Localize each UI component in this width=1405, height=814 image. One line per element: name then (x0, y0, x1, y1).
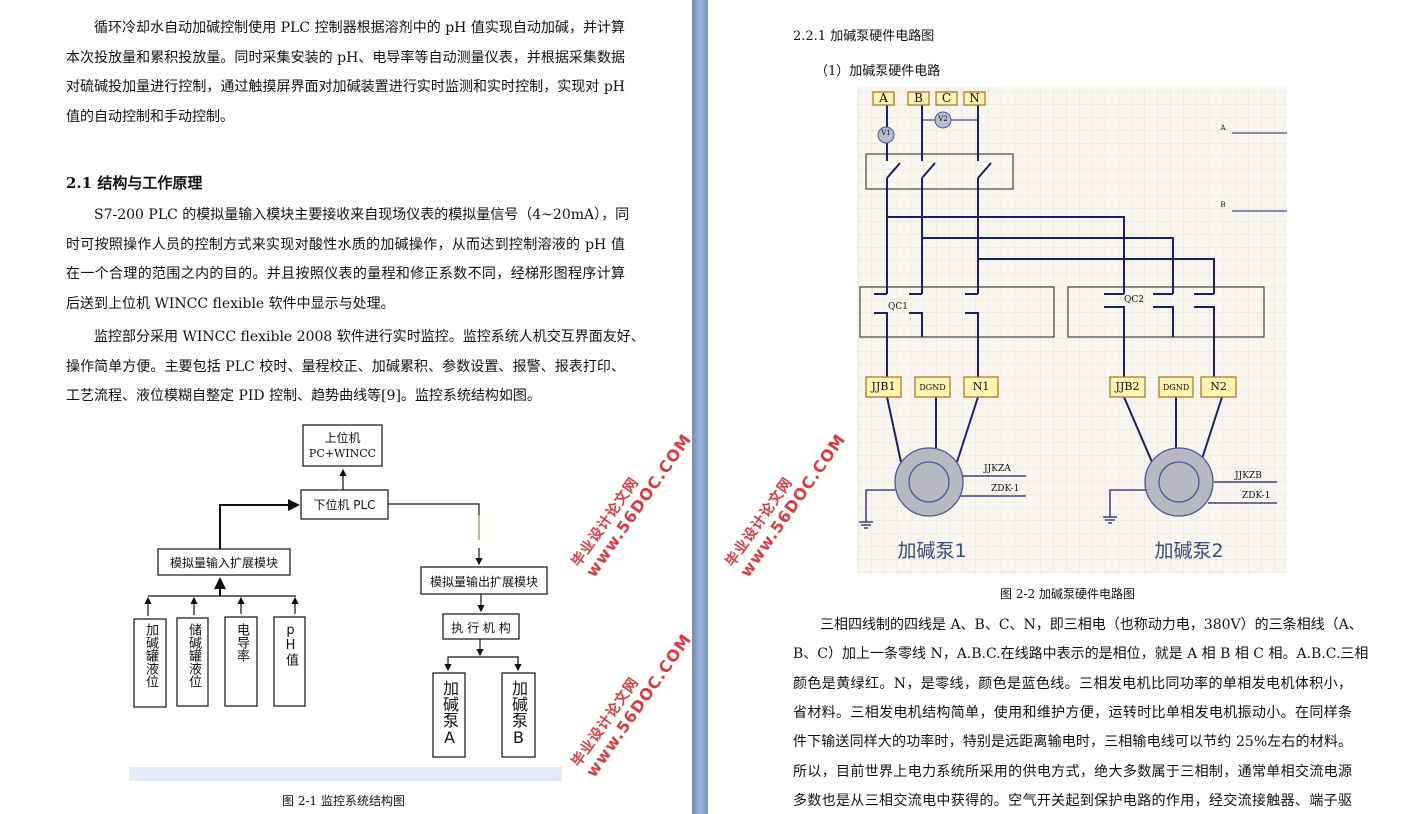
pump-2-label: 加碱泵2 (1154, 540, 1224, 562)
signal-label: JJKZA (984, 464, 1011, 474)
paragraph-line: 省材料。三相发电机结构简单，使用和维护方便，运转时比单相发电机振动小。在同样条 (793, 704, 1352, 721)
plc-label: 下位机 PLC (313, 498, 376, 512)
input-signal-label: 储碱罐液位 (186, 623, 201, 688)
paragraph-line: B、C）加上一条零线 N，A.B.C.在线路中表示的是相位，就是 A 相 B 相… (793, 646, 1369, 663)
monitoring-structure-diagram (129, 424, 562, 781)
phase-label: C (941, 91, 952, 105)
meter-label: V1 (881, 129, 891, 137)
upper-pc-box (302, 424, 383, 467)
terminal-label: DGND (919, 383, 946, 392)
phase-label: N (969, 91, 980, 105)
paragraph-line: 时可按照操作人员的控制方式来实现对酸性水质的加碱操作，从而达到控制溶液的 pH … (66, 236, 625, 253)
upper-pc-label: 上位机 (324, 431, 361, 445)
paragraph-line: 颜色是黄绿红。N，是零线，颜色是蓝色线。三相发电机比同功率的单相发电机体积小， (793, 675, 1352, 692)
paragraph-line: 在一个合理的范围之内的目的。并且按照仪表的量程和修正系数不同，经梯形图程序计算 (66, 266, 625, 282)
paragraph-line: S7-200 PLC 的模拟量输入模块主要接收来自现场仪表的模拟量信号（4~20… (94, 207, 630, 223)
actuator-box (442, 613, 520, 640)
upper-pc-label-2: PC+WINCC (308, 447, 377, 460)
terminal-label: N1 (972, 380, 990, 393)
terminal-label: DGND (1162, 383, 1190, 392)
pump-label: 加碱泵A (440, 680, 459, 747)
paragraph-line: 循环冷却水自动加碱控制使用 PLC 控制器根据溶剂中的 pH 值实现自动加碱，并… (94, 20, 625, 36)
input-signal-label: 电导率 (234, 623, 249, 662)
input-signal-label: pH值 (283, 623, 298, 666)
bus-label: A (1220, 124, 1226, 132)
input-module-box (157, 548, 291, 576)
paragraph-line: 三相四线制的四线是 A、B、C、N，即三相电（也称动力电，380V）的三条相线（… (820, 617, 1363, 633)
paragraph-line: 值的自动控制和手动控制。 (66, 108, 234, 125)
figure-caption: 图 2-1 监控系统结构图 (282, 794, 405, 808)
breaker-label: QC2 (1124, 295, 1144, 305)
paragraph-line: 监控部分采用 WINCC flexible 2008 软件进行实时监控。监控系统… (94, 329, 645, 345)
subsection-heading: 2.2.1 加碱泵硬件电路图 (793, 29, 935, 44)
input-module-label: 模拟量输入扩展模块 (169, 556, 278, 570)
paragraph-line: 件下输送同样大的功率时，特别是远距离输电时，三相输电线可以节约 25%左右的材料… (793, 734, 1352, 751)
meter-label: V2 (938, 115, 948, 123)
figure-caption: 图 2-2 加碱泵硬件电路图 (1000, 587, 1135, 601)
paragraph-line: 所以，目前世界上电力系统所采用的供电方式，绝大多数属于三相制，通常单相交流电源 (793, 763, 1352, 780)
phase-label: B (914, 91, 923, 105)
bus-label: B (1220, 201, 1226, 209)
pump-label: 加碱泵B (509, 680, 528, 747)
terminal-label: N2 (1210, 380, 1227, 393)
signal-label: ZDK-1 (991, 484, 1020, 494)
left-page (0, 0, 692, 814)
paragraph-line: 对硫碱投加量进行控制，通过触摸屏界面对加碱装置进行实时监测和实时控制，实现对 p… (66, 79, 625, 95)
paragraph-line: 工艺流程、液位模糊自整定 PID 控制、趋势曲线等[9]。监控系统结构如图。 (66, 388, 541, 404)
terminal-label: JJB1 (871, 380, 896, 393)
input-signal-label: 加碱罐液位 (143, 623, 158, 688)
paragraph-line: 后送到上位机 WINCC flexible 软件中显示与处理。 (66, 295, 395, 312)
pump-1-label: 加碱泵1 (897, 540, 967, 562)
terminal-label: JJB2 (1115, 380, 1140, 393)
output-module-box (420, 566, 548, 595)
output-module-label: 模拟量输出扩展模块 (429, 575, 538, 589)
actuator-label: 执 行 机 构 (451, 621, 511, 635)
phase-label: A (879, 91, 888, 105)
plc-box (300, 489, 389, 520)
paragraph-line: 本次投放量和累积投放量。同时采集安装的 pH、电导率等自动测量仪表，并根据采集数… (66, 49, 625, 66)
breaker-label: QC1 (888, 302, 908, 312)
caption-band (129, 767, 562, 781)
section-heading: 2.1 结构与工作原理 (66, 174, 203, 192)
item-label: （1）加碱泵硬件电路 (815, 64, 941, 79)
page-divider (692, 0, 708, 814)
paragraph-line: 多数也是从三相交流电中获得的。空气开关起到保护电路的作用，经交流接触器、端子驱 (793, 792, 1352, 809)
signal-label: ZDK-1 (1242, 491, 1271, 501)
paragraph-line: 操作简单方便。主要包括 PLC 校时、量程校正、加碱累积、参数设置、报警、报表打… (66, 358, 625, 375)
signal-label: JJKZB (1235, 471, 1262, 481)
